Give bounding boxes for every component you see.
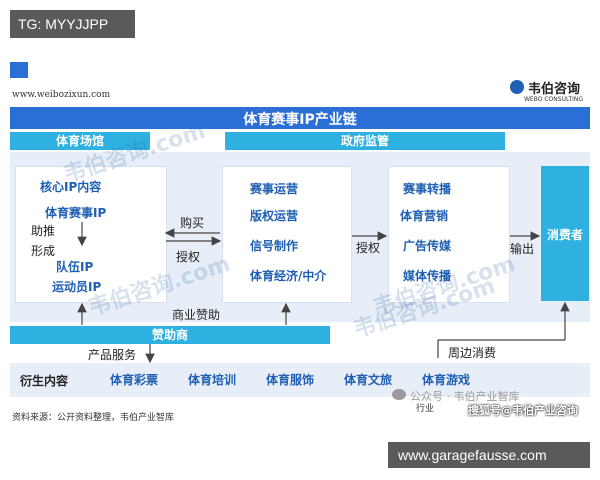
label-peripheral: 周边消费 (448, 346, 497, 360)
sohu-text: 搜狐号@韦伯产业咨询 (468, 404, 578, 417)
media-item-1: 体育营销 (400, 209, 449, 223)
header-url: www.weibozixun.com (12, 90, 111, 100)
derivative-item-3: 体育文旅 (344, 373, 393, 387)
core-ip-box (15, 166, 167, 303)
sponsor-bar: 赞助商 (10, 326, 330, 344)
logo-name: 韦伯咨询 (528, 82, 581, 97)
sponsor-label: 赞助商 (151, 328, 188, 342)
core-ip-item-1: 队伍IP (56, 260, 94, 274)
label-product-service: 产品服务 (88, 348, 137, 362)
bottom-fragment: 行业 (416, 404, 435, 414)
section-gov: 政府监管 (225, 132, 505, 150)
label-license-1: 授权 (176, 250, 201, 264)
wechat-icon (392, 389, 406, 400)
derivative-item-1: 体育培训 (188, 373, 237, 387)
consumer-label: 消费者 (546, 228, 583, 242)
logo-square-icon (10, 62, 28, 78)
helper-push: 助推 (31, 224, 56, 238)
company-logo-icon (510, 80, 524, 94)
derivatives-label: 衍生内容 (20, 374, 69, 388)
label-license-2: 授权 (356, 241, 381, 255)
derivative-item-0: 体育彩票 (110, 373, 159, 387)
operations-box (222, 166, 352, 303)
section-venue: 体育场馆 (10, 132, 150, 150)
diagram-title: 体育赛事IP产业链 (243, 112, 357, 128)
ops-item-1: 版权运营 (250, 209, 299, 223)
derivative-item-4: 体育游戏 (422, 373, 471, 387)
footer-url: www.garagefausse.com (398, 447, 547, 463)
section-gov-label: 政府监管 (340, 134, 389, 148)
core-ip-item-2: 运动员IP (52, 280, 102, 294)
label-buy: 购买 (180, 216, 205, 230)
helper-form: 形成 (31, 244, 56, 258)
ops-item-3: 体育经济/中介 (250, 269, 327, 283)
label-output: 输出 (510, 242, 535, 256)
section-venue-label: 体育场馆 (55, 134, 104, 148)
top-tag-text: TG: MYYJJPP (18, 16, 109, 32)
source-note: 资料来源：公开资料整理，韦伯产业智库 (12, 413, 175, 423)
consumer-box (541, 166, 589, 301)
derivative-item-2: 体育服饰 (266, 373, 315, 387)
title-bar (10, 107, 590, 129)
media-item-2: 广告传媒 (403, 239, 452, 253)
core-ip-title: 核心IP内容 (40, 180, 102, 194)
label-commercial-sponsor: 商业赞助 (172, 308, 221, 322)
media-box (388, 166, 510, 303)
derivatives-bar (10, 363, 590, 397)
wechat-text: 公众号 · 韦伯产业智库 (410, 390, 520, 403)
ops-item-2: 信号制作 (250, 239, 299, 253)
core-ip-item-0: 体育赛事IP (45, 206, 107, 220)
media-item-0: 赛事转播 (403, 182, 452, 196)
ops-item-0: 赛事运营 (250, 182, 299, 196)
top-tag (10, 10, 135, 38)
footer-url-tag (388, 442, 590, 468)
logo-english: WEBO CONSULTING (524, 96, 584, 103)
media-item-3: 媒体传播 (403, 269, 452, 283)
